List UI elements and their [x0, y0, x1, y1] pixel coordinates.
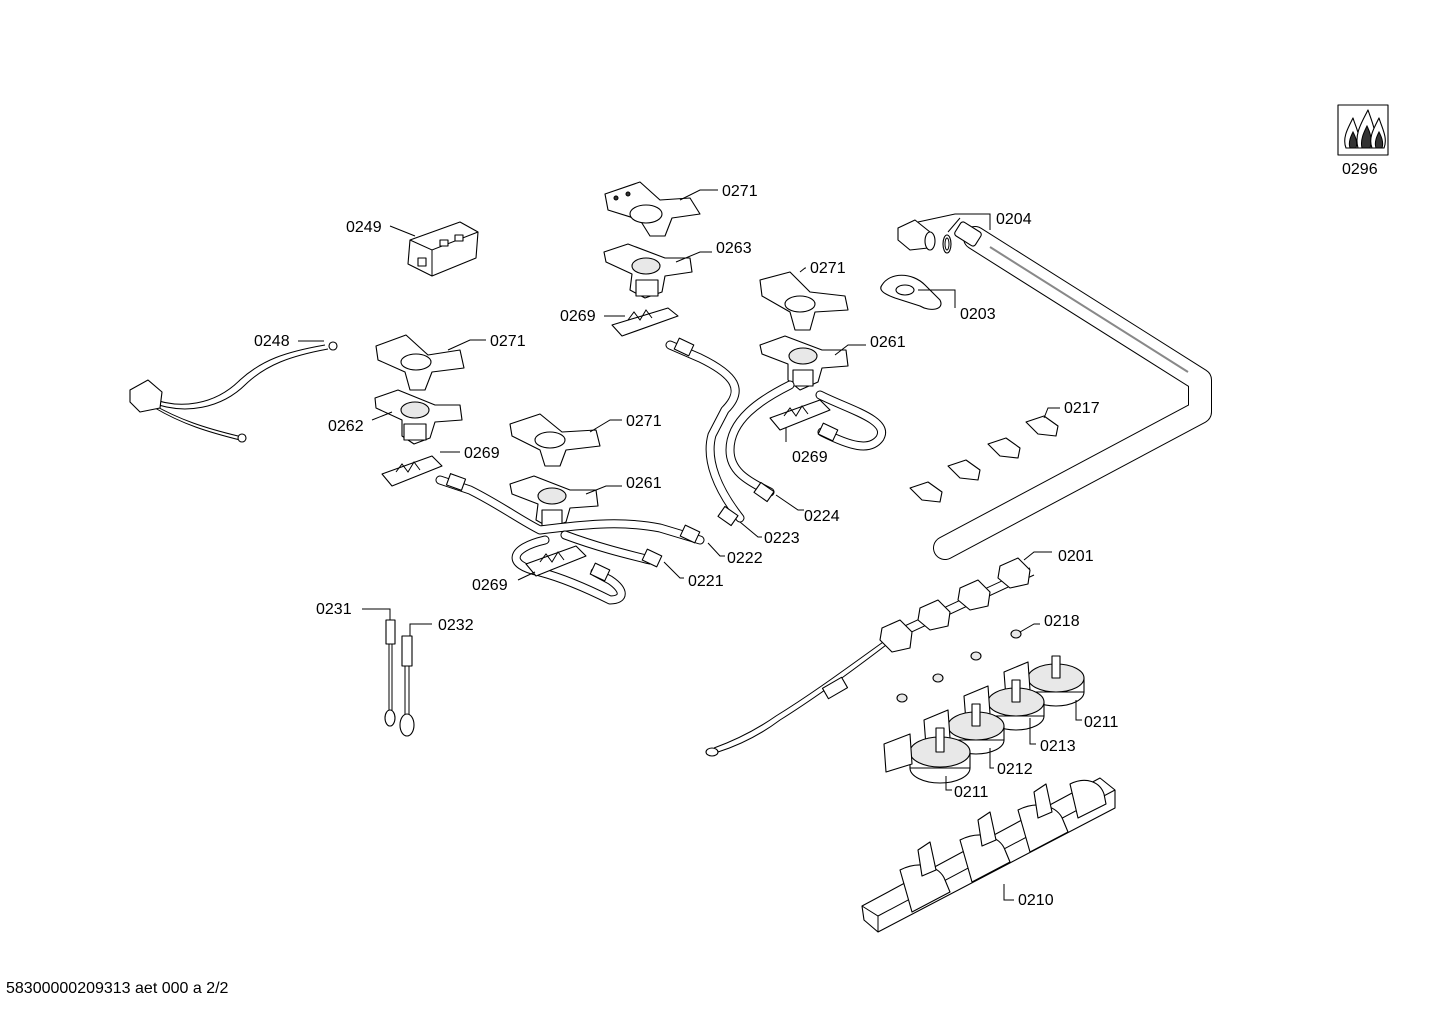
mounting-clip	[611, 307, 679, 337]
pipe-clips	[909, 415, 1059, 503]
label-0203: 0203	[960, 306, 996, 323]
mounting-clip	[525, 545, 587, 577]
elbow-connector	[897, 219, 952, 254]
label-0231: 0231	[316, 601, 352, 618]
label-0262: 0262	[328, 418, 364, 435]
label-0212: 0212	[997, 761, 1033, 778]
thermocouples	[384, 619, 415, 737]
label-0261-right: 0261	[870, 334, 906, 351]
label-0269-left: 0269	[464, 445, 500, 462]
label-0213: 0213	[1040, 738, 1076, 755]
label-0261-middle: 0261	[626, 475, 662, 492]
document-footer: 58300000209313 aet 000 a 2/2	[6, 980, 229, 997]
label-0232: 0232	[438, 617, 474, 634]
label-0269-bottom: 0269	[472, 577, 508, 594]
label-0269-right: 0269	[792, 449, 828, 466]
ignition-electrode-rail	[705, 557, 1035, 757]
burner-tap-0262	[374, 389, 463, 445]
label-0271-right: 0271	[810, 260, 846, 277]
tap-support-frame	[861, 777, 1116, 933]
label-0223: 0223	[764, 530, 800, 547]
label-0221: 0221	[688, 573, 724, 590]
label-0201: 0201	[1058, 548, 1094, 565]
label-0271-left: 0271	[490, 333, 526, 350]
label-0249: 0249	[346, 219, 382, 236]
label-0222: 0222	[727, 550, 763, 567]
mounting-clip	[769, 399, 831, 431]
burner-tap-0261-middle	[509, 475, 599, 529]
ignition-module	[407, 221, 479, 277]
label-0217: 0217	[1064, 400, 1100, 417]
burner-spider-bracket	[604, 181, 701, 237]
burner-spider-bracket	[759, 271, 849, 331]
injector-pipes	[435, 337, 886, 605]
burner-spider-bracket	[375, 334, 465, 391]
label-0248: 0248	[254, 333, 290, 350]
label-0218: 0218	[1044, 613, 1080, 630]
washers	[896, 629, 1022, 703]
label-0224: 0224	[804, 508, 840, 525]
label-0204: 0204	[996, 211, 1032, 228]
label-0271-top: 0271	[722, 183, 758, 200]
label-0210: 0210	[1018, 892, 1054, 909]
wiring-harness	[129, 341, 338, 443]
burner-tap-0261-right	[759, 335, 849, 391]
burner-tap-0263	[603, 243, 693, 299]
label-0269-top: 0269	[560, 308, 596, 325]
label-0211-right: 0211	[1084, 714, 1119, 731]
gasket-flange	[880, 274, 942, 310]
gas-flames-icon	[1337, 104, 1389, 156]
main-gas-pipe	[933, 221, 1212, 560]
label-0271-middle: 0271	[626, 413, 662, 430]
label-0263: 0263	[716, 240, 752, 257]
label-0296: 0296	[1342, 161, 1378, 178]
burner-spider-bracket	[509, 413, 601, 467]
label-0211-left: 0211	[954, 784, 989, 801]
mounting-clip	[381, 455, 443, 487]
gas-tap-valves	[883, 655, 1085, 784]
